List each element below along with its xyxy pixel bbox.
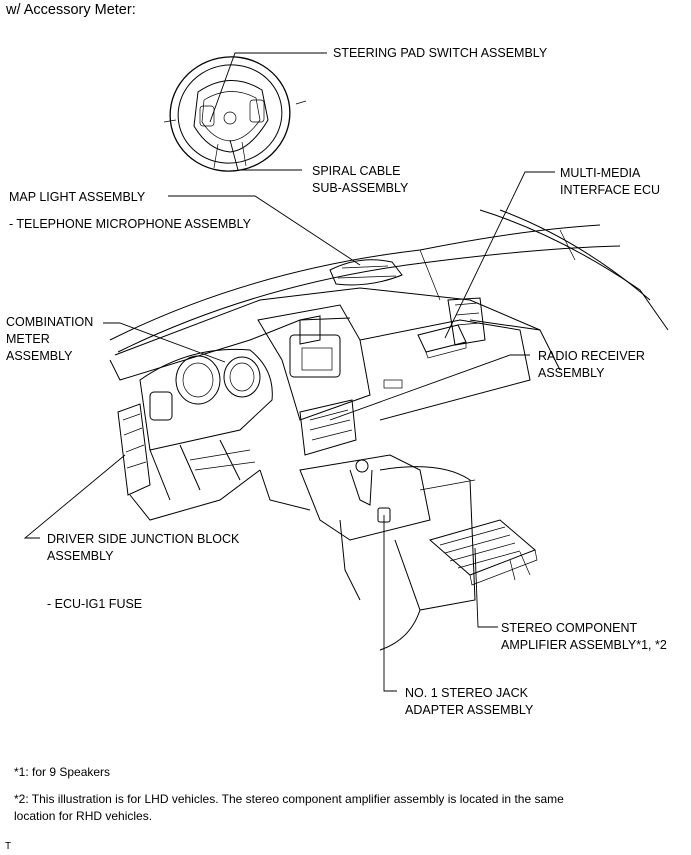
dashboard-drawing xyxy=(109,209,669,651)
footer-mark: T xyxy=(5,841,12,852)
label-map-light: MAP LIGHT ASSEMBLY xyxy=(9,190,146,204)
leader-lines xyxy=(23,52,555,692)
steering-wheel-drawing xyxy=(163,56,307,172)
footnote-2: *2: This illustration is for LHD vehicle… xyxy=(14,792,564,823)
label-telephone-microphone: - TELEPHONE MICROPHONE ASSEMBLY xyxy=(9,217,251,231)
footnote-1: *1: for 9 Speakers xyxy=(14,765,111,779)
label-ecu-ig1-fuse: - ECU-IG1 FUSE xyxy=(47,597,143,611)
page-heading: w/ Accessory Meter: xyxy=(6,2,136,18)
label-steering-pad-switch: STEERING PAD SWITCH ASSEMBLY xyxy=(333,46,548,60)
